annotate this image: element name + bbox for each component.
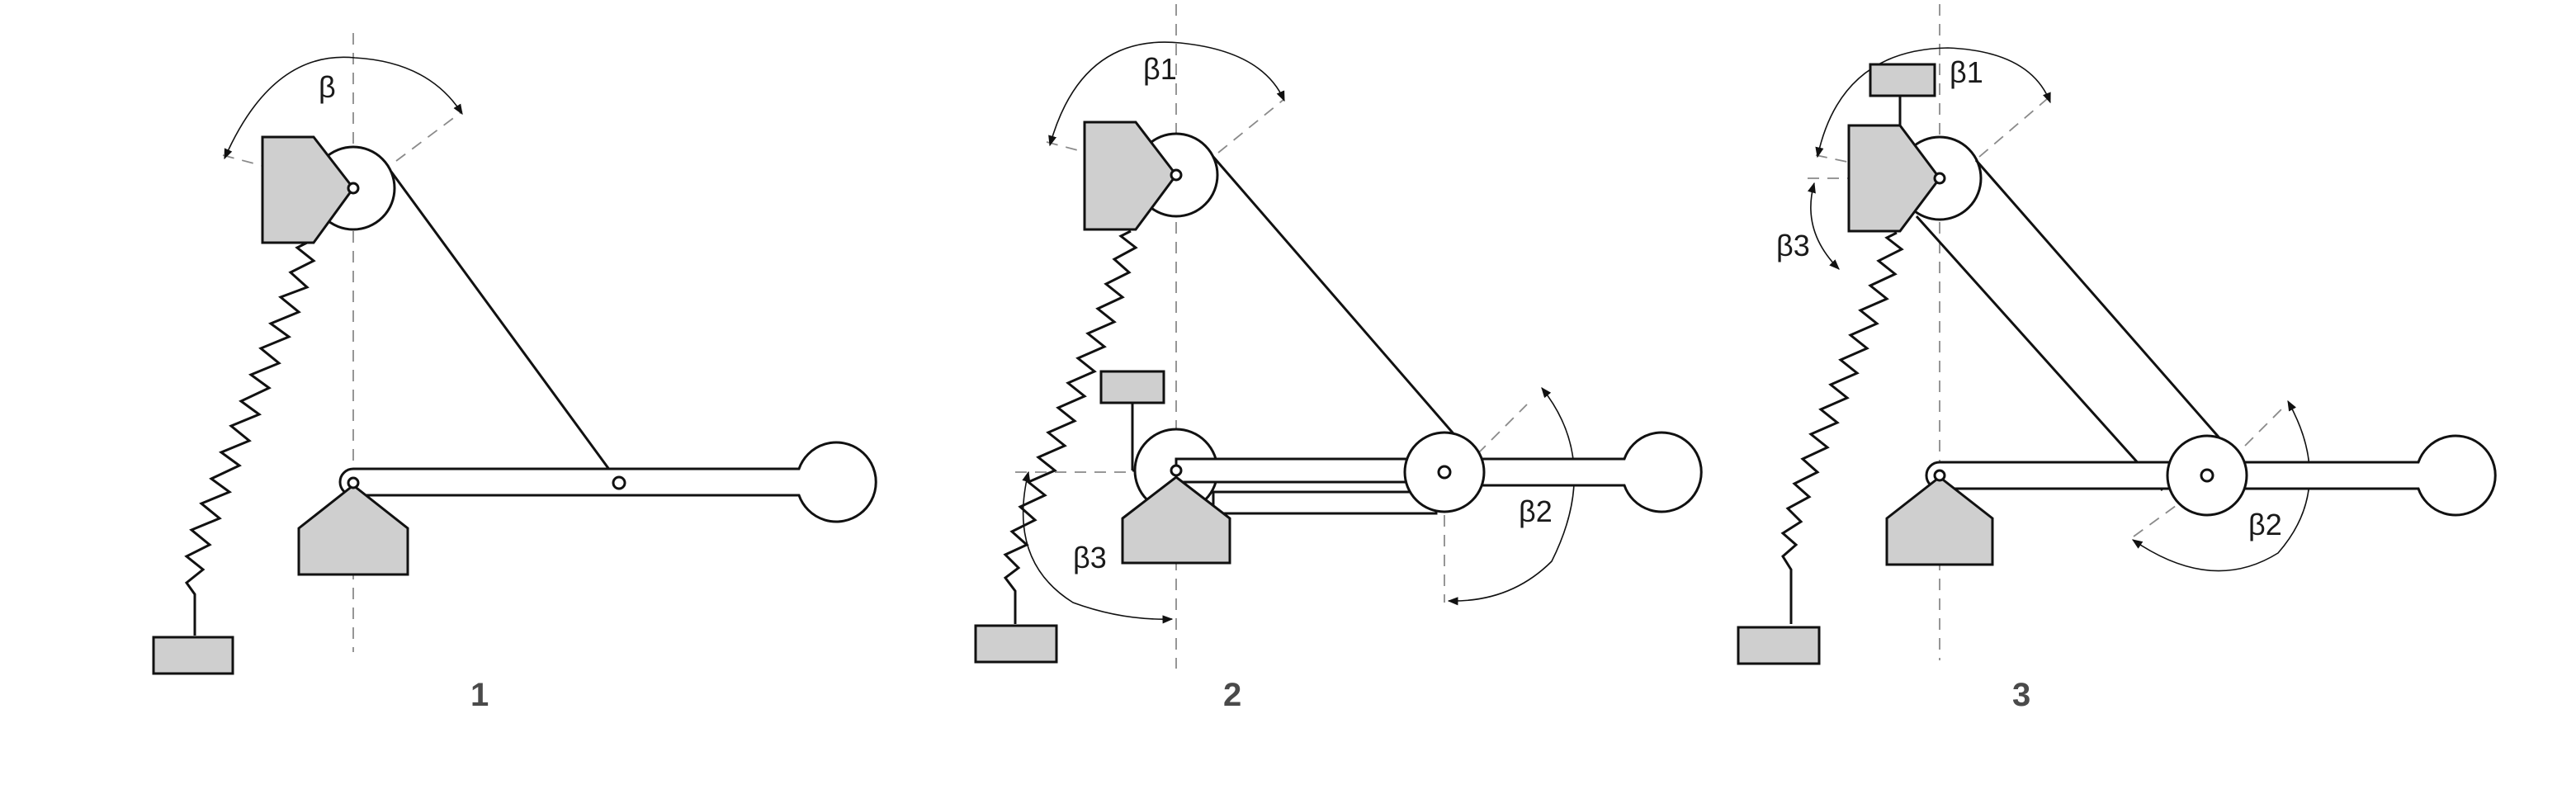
panel-number: 1	[470, 677, 489, 713]
angle-arc-beta3	[1022, 470, 1174, 624]
reference-dash	[2133, 503, 2180, 537]
spring	[1003, 229, 1138, 624]
angle-label: β3	[1073, 541, 1107, 574]
spring	[184, 241, 316, 636]
angle-label: β1	[1950, 55, 1983, 89]
counter-block	[1869, 63, 1936, 97]
angle-arc-beta2	[2131, 400, 2311, 572]
panel-number: 3	[2012, 677, 2030, 713]
cable	[390, 171, 621, 484]
weight-block	[152, 636, 234, 675]
lower-base	[1885, 475, 1994, 566]
pivot	[1170, 168, 1183, 182]
lower-base	[297, 484, 409, 576]
angle-label: β2	[1519, 494, 1553, 528]
pivot	[1170, 464, 1183, 477]
reference-dash	[1477, 404, 1528, 455]
lower-link	[1212, 490, 1438, 515]
elbow-joint	[2200, 468, 2214, 483]
angle-arc-beta	[224, 56, 463, 160]
cable	[1212, 156, 1469, 451]
pivot	[1933, 469, 1946, 482]
cable	[1915, 215, 2164, 492]
lower-base	[1121, 475, 1231, 565]
angle-arc-beta1	[1815, 47, 2051, 158]
spring	[1780, 231, 1904, 624]
elbow-joint	[1437, 465, 1452, 480]
angle-label: β3	[1776, 229, 1810, 262]
panel-number: 2	[1223, 677, 1241, 713]
angle-arc-beta2	[1447, 387, 1576, 606]
upper-housing	[1847, 124, 1941, 233]
weight-block	[1737, 626, 1821, 665]
panel-1: β 1	[152, 33, 877, 713]
arm	[338, 441, 877, 523]
panel-2: β1 β2 β3 2	[974, 4, 1703, 713]
pivot	[347, 476, 360, 489]
pivot	[347, 182, 360, 195]
reference-dash	[395, 111, 463, 162]
counter-block	[1099, 370, 1165, 404]
reference-dash	[1217, 98, 1285, 154]
reference-dash	[1978, 98, 2048, 158]
reference-dash	[2244, 404, 2287, 447]
upper-housing	[1083, 121, 1178, 231]
arm	[1443, 431, 1703, 513]
angle-label: β	[319, 70, 336, 104]
angle-label: β2	[2248, 508, 2282, 541]
upper-housing	[261, 135, 355, 244]
cable	[1974, 159, 2235, 455]
weight-block	[974, 624, 1058, 664]
panel-3: β1 β3 β2 3	[1737, 4, 2497, 713]
angle-arc-beta3	[1808, 182, 1840, 270]
pivot	[1933, 172, 1946, 185]
angle-arc-beta1	[1048, 41, 1285, 147]
arm-joint	[612, 475, 626, 490]
angle-label: β1	[1143, 52, 1177, 86]
